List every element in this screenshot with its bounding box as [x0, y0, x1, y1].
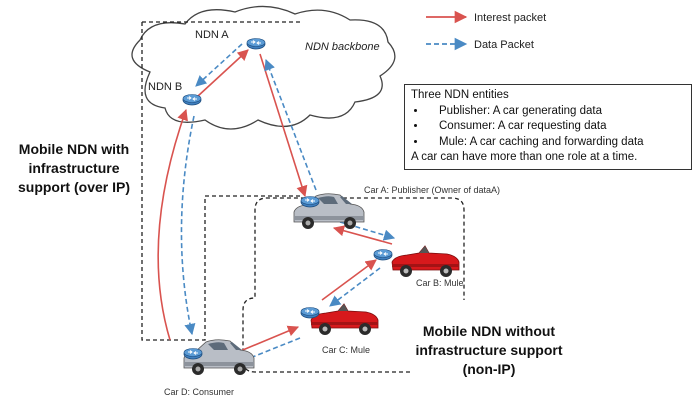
car-b-router-icon [373, 249, 393, 261]
legend: Interest packet Data Packet [426, 10, 546, 51]
interest-a-to-cara [259, 53, 308, 198]
legend-interest-label: Interest packet [474, 12, 546, 24]
ndn-backbone-cloud [131, 5, 396, 130]
car-c-router-icon [300, 307, 320, 319]
ndn-a-router-icon [246, 38, 266, 50]
data-a-to-b [195, 43, 243, 87]
interest-c-to-b [321, 259, 377, 301]
data-b-to-c [329, 267, 381, 307]
data-cara-to-a [264, 58, 317, 191]
entities-title: Three NDN entities [411, 89, 509, 101]
car-b-label: Car B: Mule [416, 278, 464, 288]
interest-b-to-a [197, 49, 249, 97]
car-d-router-icon [183, 348, 203, 360]
interest-arrows [157, 49, 393, 353]
ndn-b-label: NDN B [148, 81, 182, 93]
ndn-b-router-icon [182, 94, 202, 106]
car-d-label: Car D: Consumer [164, 387, 234, 397]
entity-publisher: Publisher: A car generating data [427, 104, 685, 120]
legend-data-label: Data Packet [474, 39, 534, 51]
entity-consumer: Consumer: A car requesting data [427, 119, 685, 135]
interest-d-to-b [157, 108, 188, 341]
data-c-to-d [238, 337, 301, 364]
data-b-to-d [180, 115, 196, 336]
infra-region-label: Mobile NDN with infrastructure support (… [17, 141, 130, 195]
car-c-label: Car C: Mule [322, 345, 370, 355]
non-infrastructure-region [242, 197, 465, 373]
car-a-label: Car A: Publisher (Owner of dataA) [364, 185, 500, 195]
entities-note: A car can have more than one role at a t… [411, 151, 638, 163]
interest-b-to-a-local [332, 225, 393, 245]
interest-d-to-c [237, 325, 300, 353]
entities-list: Publisher: A car generating data Consume… [411, 104, 685, 151]
entities-info-box: Three NDN entities Publisher: A car gene… [404, 84, 692, 170]
noninfra-region-label: Mobile NDN without infrastructure suppor… [415, 323, 563, 377]
car-c-red-convertible-icon [310, 303, 379, 336]
car-a-router-icon [300, 196, 320, 208]
car-b-red-convertible-icon [391, 245, 460, 278]
entity-mule: Mule: A car caching and forwarding data [427, 135, 685, 151]
infrastructure-region [141, 22, 300, 341]
ndn-a-label: NDN A [195, 29, 229, 41]
ndn-backbone-label: NDN backbone [305, 41, 380, 53]
